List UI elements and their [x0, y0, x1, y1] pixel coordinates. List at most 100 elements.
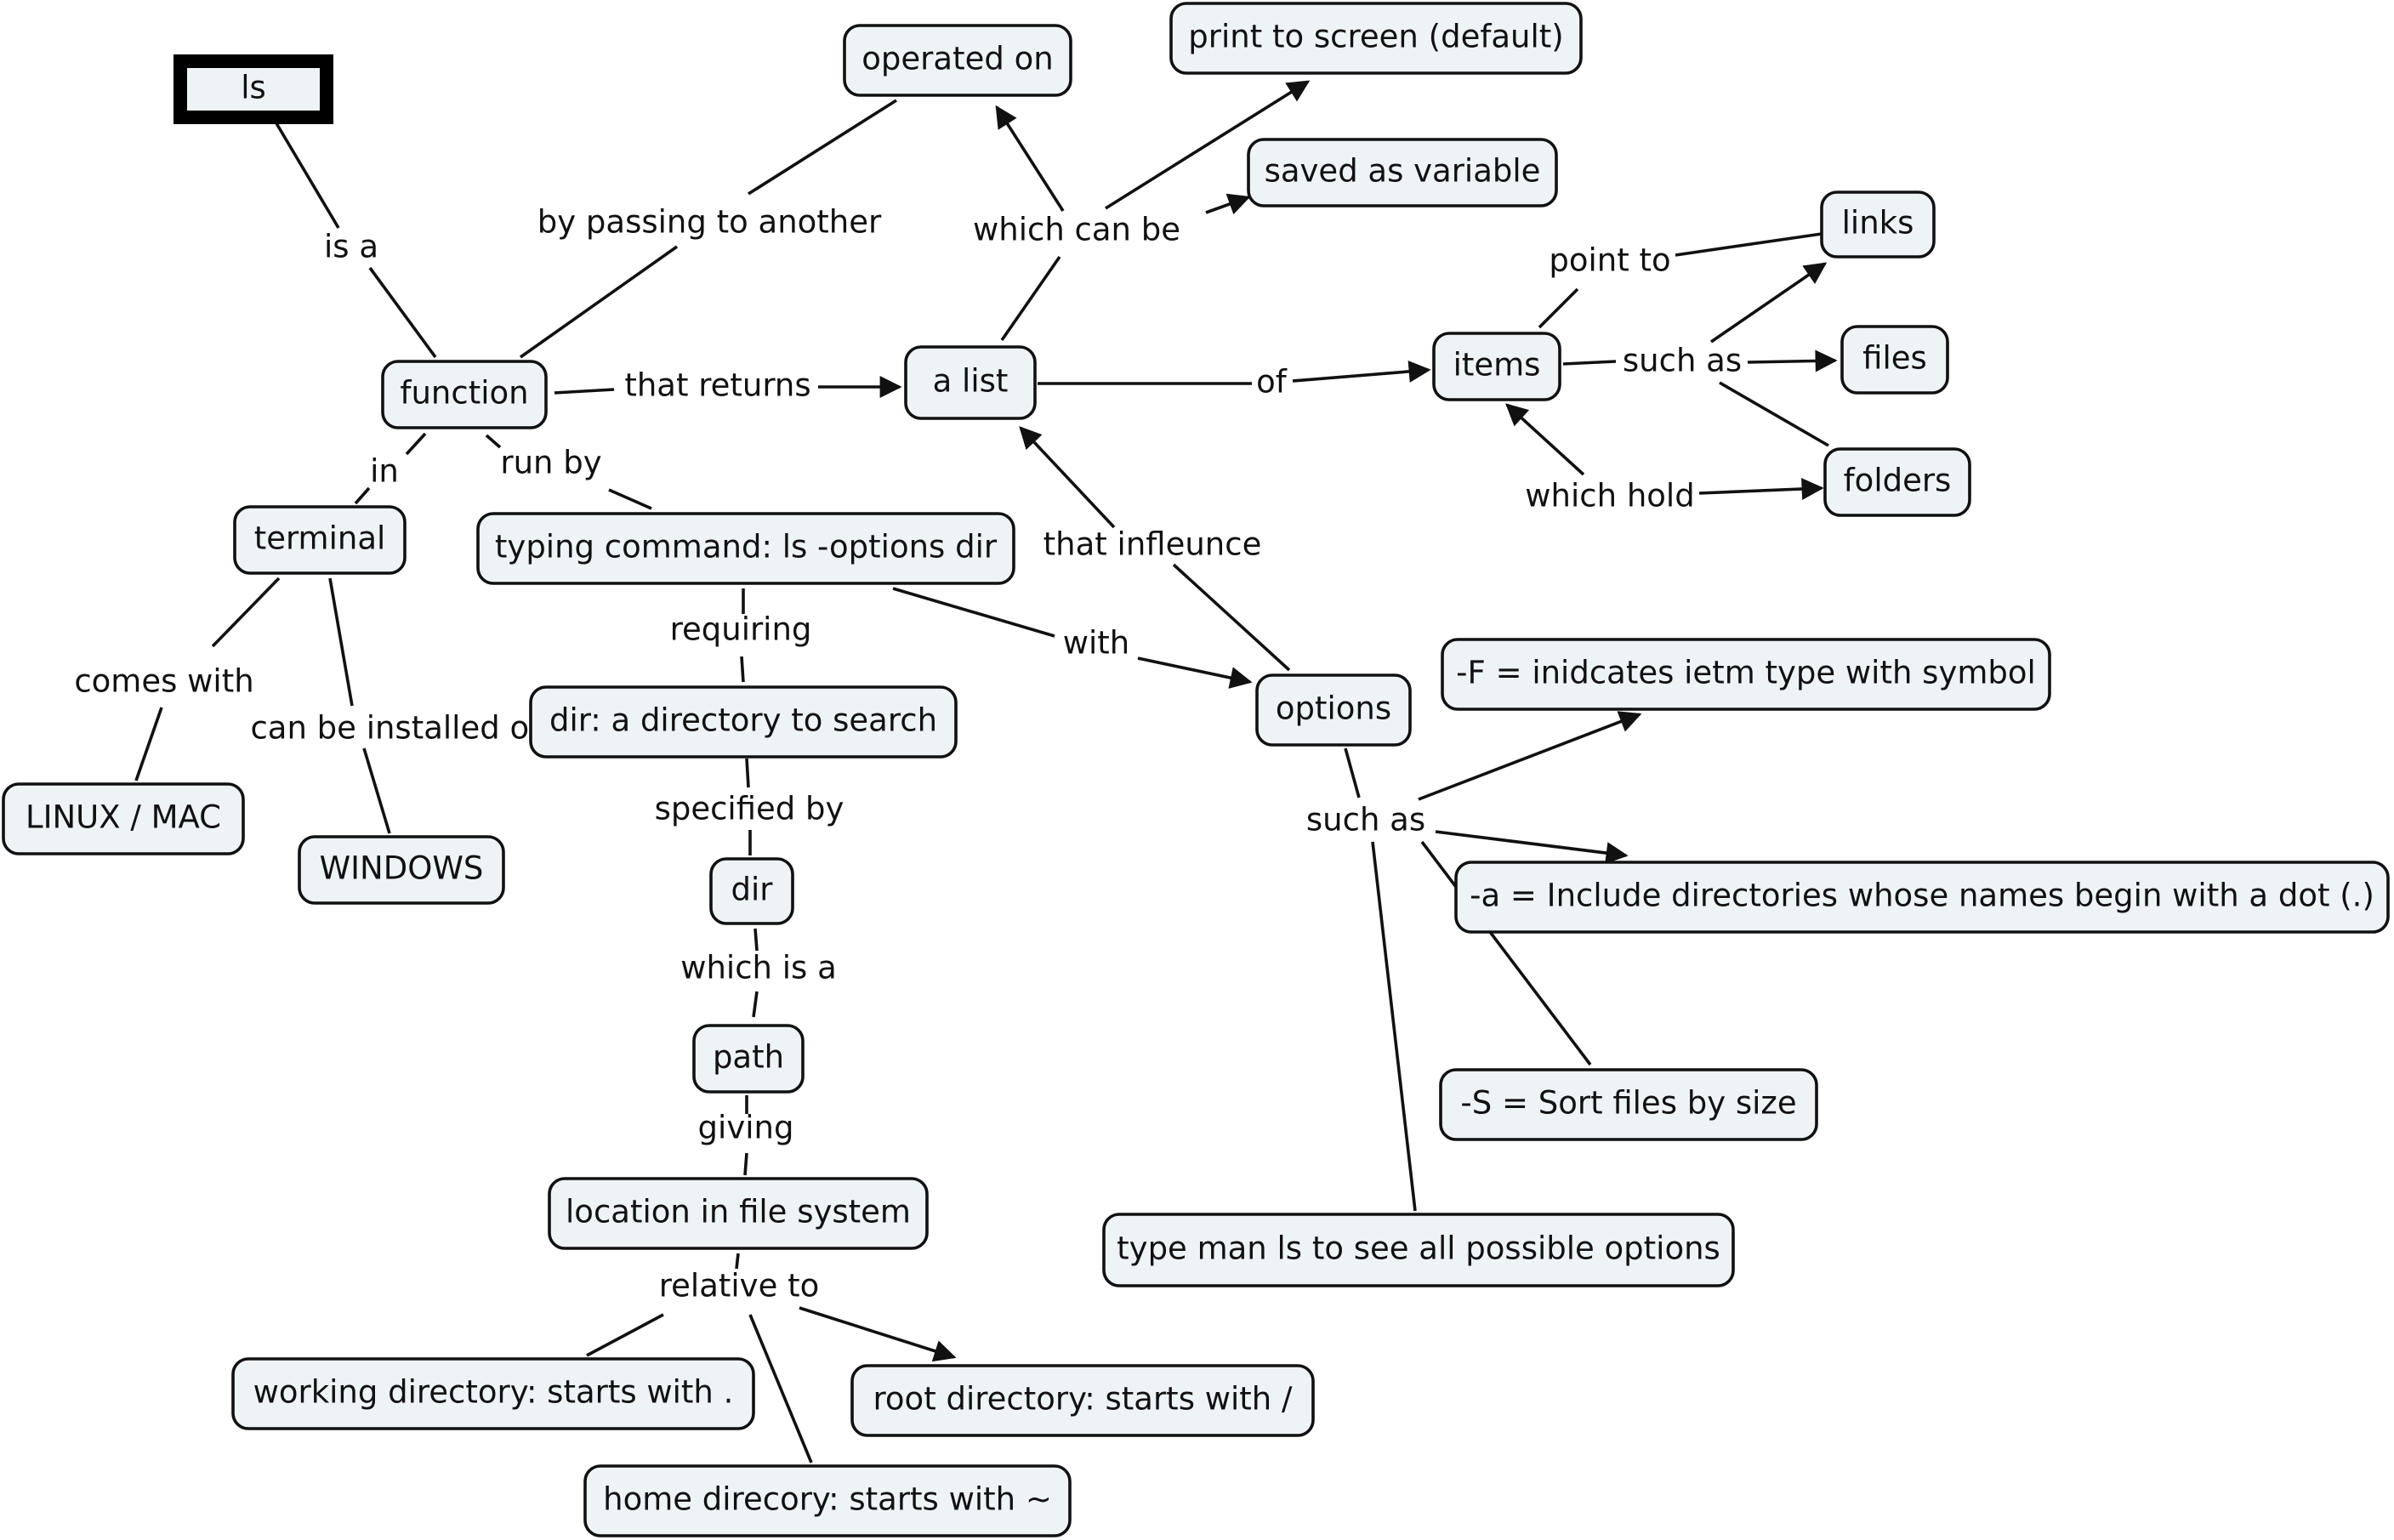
node-label-terminal: terminal	[254, 520, 386, 557]
node-label-files: files	[1862, 340, 1927, 377]
link-label-such-as-options: such as	[1306, 802, 1425, 838]
node-linux-mac: LINUX / MAC	[2, 782, 245, 855]
node-label-home-dir: home direcory: starts with ~	[603, 1481, 1052, 1518]
edge-requiring-dir-directory	[740, 656, 745, 683]
edge-run-by-typing	[608, 488, 652, 510]
node-label-saved-as-variable: saved as variable	[1265, 153, 1541, 190]
edge-location-relative-to	[735, 1253, 740, 1270]
link-label-can-be-installed-on: can be installed on	[250, 710, 549, 747]
node-location: location in file system	[548, 1177, 929, 1250]
node-saved-as-variable: saved as variable	[1247, 138, 1558, 207]
node-dir: dir	[709, 857, 794, 925]
node-label-folders: folders	[1844, 463, 1952, 499]
node-label-root-dir: root directory: starts with /	[873, 1381, 1293, 1418]
edge-such-as-opt-F	[1418, 711, 1642, 801]
node-opt-a: -a = Include directories whose names beg…	[1454, 861, 2390, 934]
edge-function-run-by	[485, 434, 502, 449]
edge-with-options	[1137, 656, 1253, 689]
edge-relative-to-home	[748, 1314, 813, 1463]
node-label-items: items	[1453, 347, 1541, 384]
edge-which-can-be-print	[1105, 80, 1311, 210]
node-label-ls: ls	[241, 70, 266, 106]
edge-relative-to-working	[586, 1313, 664, 1357]
edge-which-can-be-saved	[1205, 193, 1251, 215]
node-label-function: function	[400, 375, 528, 412]
edge-point-to-links	[1675, 232, 1823, 257]
node-folders: folders	[1823, 447, 1971, 517]
link-label-such-as-items: such as	[1623, 343, 1742, 379]
edge-such-as-files	[1747, 349, 1838, 372]
node-home-dir: home direcory: starts with ~	[583, 1464, 1072, 1537]
node-label-dir: dir	[731, 872, 774, 908]
edge-dir-which-is-a	[753, 928, 759, 952]
node-operated-on: operated on	[843, 24, 1072, 97]
node-label-opt-F: -F = inidcates ietm type with symbol	[1456, 655, 2036, 691]
node-files: files	[1840, 325, 1949, 395]
link-label-which-can-be: which can be	[973, 212, 1180, 248]
edge-which-hold-folders	[1698, 477, 1824, 500]
edge-that-infleunce-a-list	[1019, 426, 1116, 529]
node-options: options	[1255, 673, 1412, 747]
edge-such-as-links	[1709, 262, 1828, 344]
node-label-working-dir: working directory: starts with .	[253, 1374, 734, 1411]
link-label-specified-by: specified by	[655, 791, 844, 827]
edge-which-can-be-operated-on	[995, 105, 1065, 212]
edge-a-list-which-can-be	[1000, 255, 1061, 342]
node-opt-S: -S = Sort files by size	[1439, 1068, 1818, 1141]
node-label-links: links	[1842, 205, 1914, 242]
edge-is-a-function	[368, 266, 437, 359]
edge-such-as-opt-a	[1435, 830, 1629, 864]
node-opt-F: -F = inidcates ietm type with symbol	[1441, 638, 2051, 711]
edge-function-that-returns	[554, 388, 615, 395]
node-man-ls: type man ls to see all possible options	[1102, 1213, 1735, 1287]
link-label-that-infleunce: that infleunce	[1043, 526, 1262, 563]
edge-which-hold-items	[1505, 403, 1585, 476]
edge-ls-is-a	[275, 122, 340, 229]
edge-comes-with-linux	[134, 707, 163, 781]
link-label-in: in	[370, 453, 399, 490]
node-label-options: options	[1276, 690, 1391, 727]
node-a-list: a list	[904, 345, 1037, 420]
link-label-by-passing: by passing to another	[537, 204, 882, 241]
node-print-to-screen: print to screen (default)	[1169, 2, 1583, 75]
link-label-is-a: is a	[324, 229, 378, 265]
node-root-dir: root directory: starts with /	[850, 1364, 1315, 1437]
node-label-man-ls: type man ls to see all possible options	[1117, 1230, 1720, 1267]
edge-by-passing-operated-on	[748, 99, 897, 196]
link-label-that-returns: that returns	[624, 367, 810, 404]
link-label-of: of	[1256, 364, 1288, 401]
edge-options-that-infleunce	[1172, 563, 1291, 672]
edge-dir-directory-specified	[745, 758, 750, 788]
node-terminal: terminal	[233, 505, 407, 575]
node-label-location: location in file system	[566, 1194, 911, 1230]
node-windows: WINDOWS	[298, 835, 505, 905]
edge-giving-location	[743, 1152, 748, 1176]
edge-function-in	[405, 432, 427, 456]
node-links: links	[1820, 190, 1936, 259]
edge-of-items	[1292, 360, 1431, 383]
node-label-operated-on: operated on	[861, 41, 1053, 77]
node-items: items	[1432, 332, 1561, 401]
node-label-typing-command: typing command: ls -options dir	[495, 529, 998, 565]
edge-function-by-passing	[519, 245, 679, 359]
link-label-giving: giving	[698, 1110, 794, 1146]
link-labels: is a by passing to another which can be …	[74, 204, 1742, 1304]
link-label-relative-to: relative to	[659, 1268, 819, 1304]
node-label-linux-mac: LINUX / MAC	[26, 799, 221, 836]
link-label-which-is-a: which is a	[680, 950, 837, 986]
node-typing-command: typing command: ls -options dir	[476, 512, 1015, 585]
node-function: function	[381, 360, 548, 429]
node-label-opt-S: -S = Sort files by size	[1460, 1085, 1796, 1122]
edge-such-as-man-ls	[1371, 841, 1417, 1212]
link-label-run-by: run by	[500, 445, 601, 481]
node-label-print-to-screen: print to screen (default)	[1188, 19, 1563, 55]
edge-items-point-to	[1538, 287, 1579, 329]
edge-terminal-installed	[328, 577, 354, 707]
connectors	[134, 80, 1838, 1463]
edge-typing-with	[892, 587, 1055, 638]
node-label-windows: WINDOWS	[320, 850, 484, 887]
edge-such-as-folders	[1719, 381, 1829, 447]
node-label-opt-a: -a = Include directories whose names beg…	[1470, 878, 2374, 914]
node-label-a-list: a list	[933, 363, 1009, 400]
